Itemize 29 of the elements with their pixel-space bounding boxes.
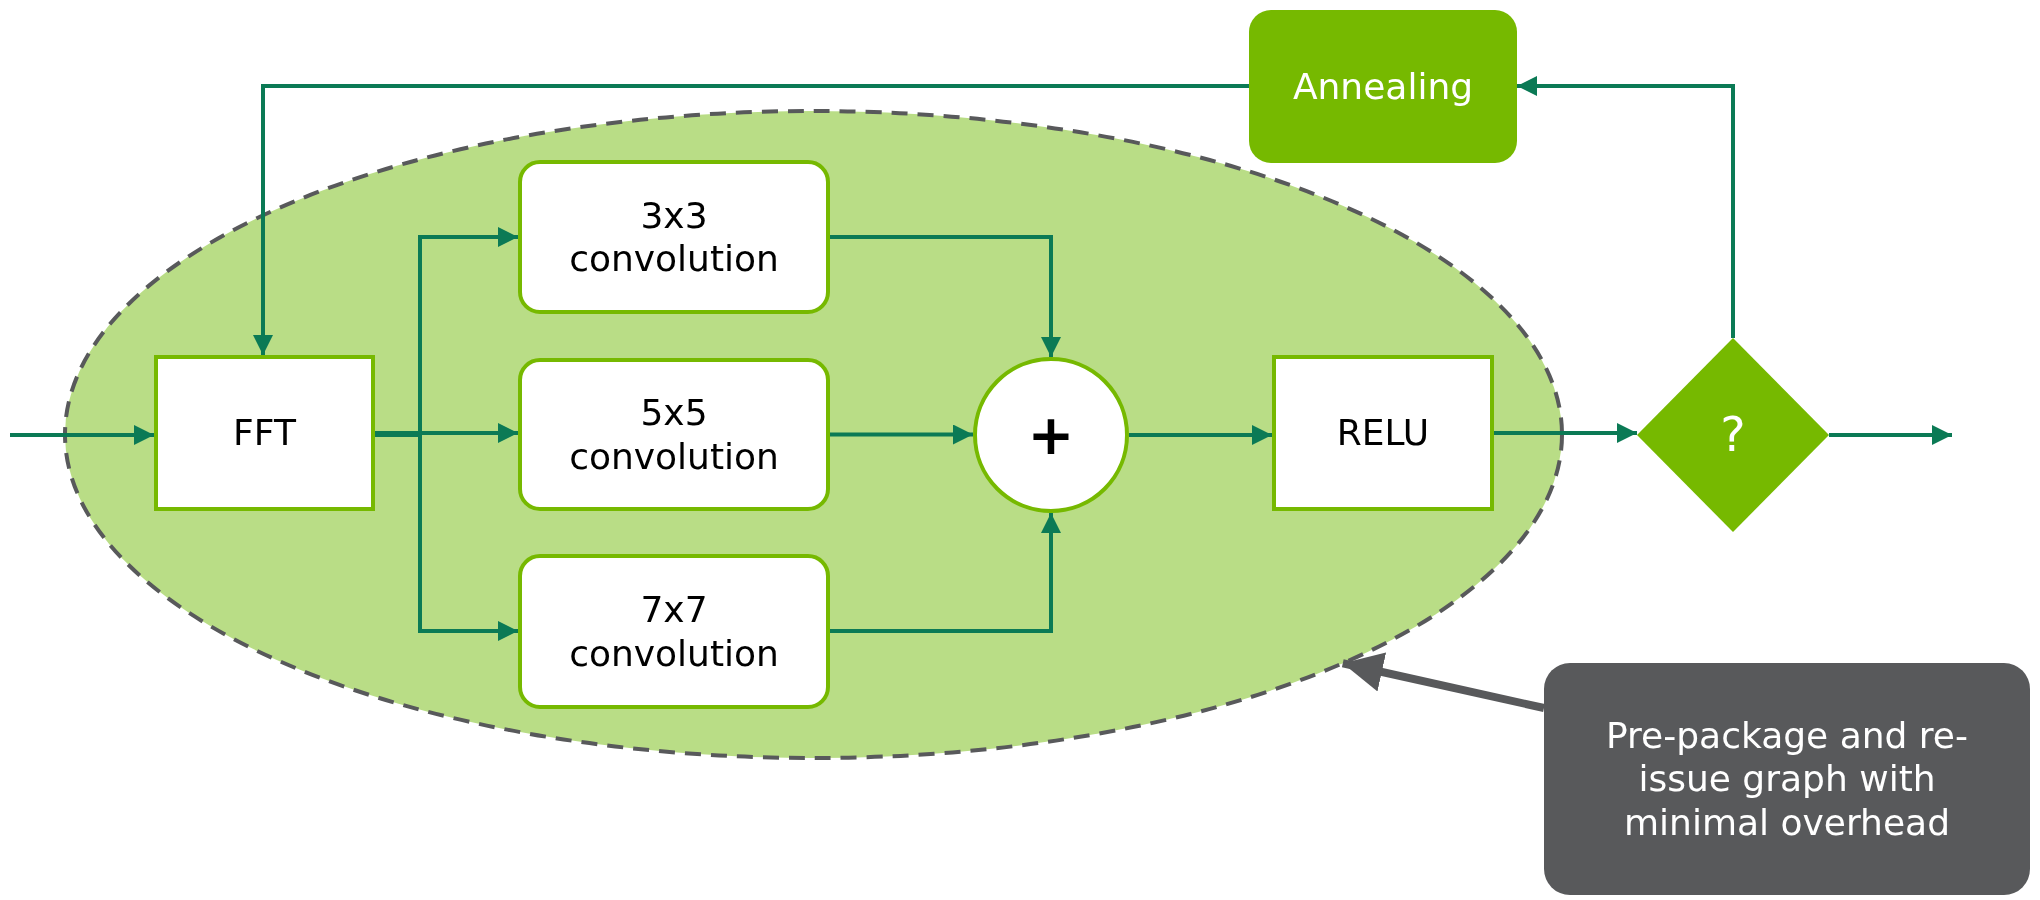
node-label: +	[1026, 401, 1076, 469]
arrow	[375, 423, 518, 443]
decision-diamond	[1637, 338, 1829, 532]
node-label: FFT	[232, 411, 297, 455]
process-box	[518, 160, 830, 314]
node-label: Annealing	[1291, 64, 1475, 109]
node-label: 3x3 convolution	[568, 193, 780, 281]
dashed-ellipse-region	[62, 108, 1565, 761]
arrow	[1829, 425, 1952, 445]
node-label: 5x5 convolution	[568, 391, 780, 478]
arrow	[1129, 425, 1272, 445]
node-label: 7x7 convolution	[568, 588, 780, 675]
process-box	[154, 355, 375, 511]
node-label: RELU	[1335, 411, 1431, 455]
process-box	[1272, 355, 1494, 511]
arrow	[1341, 652, 1545, 712]
callout-box	[1544, 663, 2030, 895]
arrow	[10, 425, 154, 445]
process-box	[518, 554, 830, 709]
arrow	[253, 84, 1249, 355]
arrow	[830, 424, 973, 445]
node-label: Pre-package and re-issue graph with minimal overhead	[1605, 714, 1969, 844]
arrow	[1494, 423, 1637, 443]
process-box	[518, 358, 830, 511]
arrow	[830, 513, 1061, 633]
process-box	[1249, 10, 1517, 163]
node-label: ?	[1719, 406, 1747, 464]
arrow	[830, 235, 1061, 357]
arrow	[1517, 76, 1735, 338]
